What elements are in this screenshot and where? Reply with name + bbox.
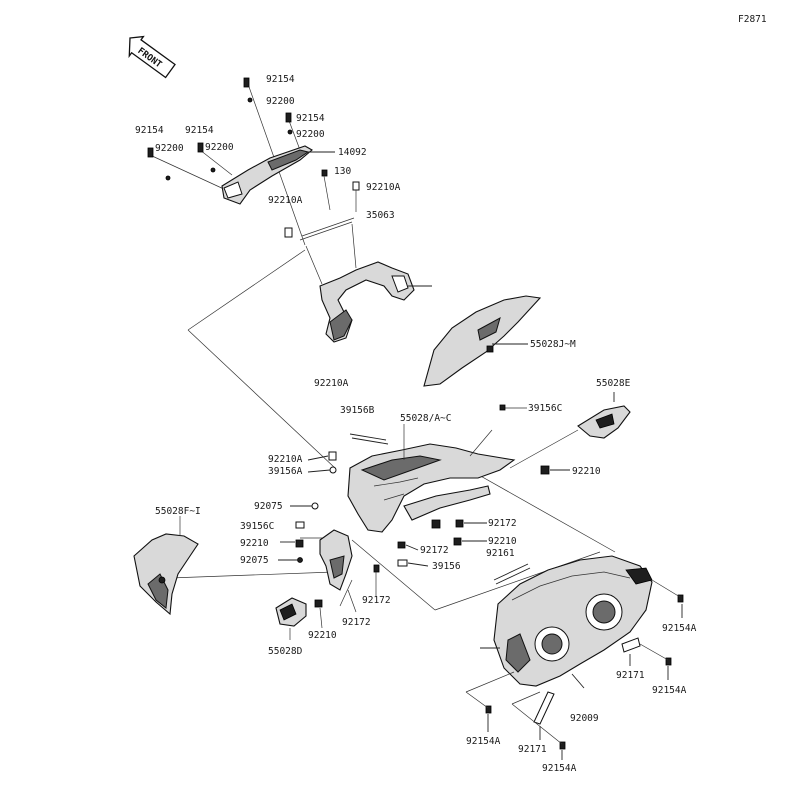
label-92210A: 92210A xyxy=(268,454,303,465)
bolt-92154-mid xyxy=(285,112,292,123)
label-39156: 39156 xyxy=(432,561,461,572)
label-55028D: 55028D xyxy=(268,646,303,657)
label-92154: 92154 xyxy=(135,125,164,136)
label-92009: 92009 xyxy=(570,713,599,724)
headlight-assembly xyxy=(465,555,684,760)
label-39156B: 39156B xyxy=(340,405,375,416)
part-labels: 92154 92200 92154 92200 14092 92154 9215… xyxy=(135,74,697,774)
label-55028FI: 55028F~I xyxy=(155,506,201,517)
label-92200: 92200 xyxy=(205,142,234,153)
label-92172: 92172 xyxy=(362,595,391,606)
label-39156C: 39156C xyxy=(528,403,562,414)
label-14092: 14092 xyxy=(338,147,367,158)
label-92154: 92154 xyxy=(185,125,214,136)
bolt-92154-left xyxy=(147,147,154,158)
label-92210A: 92210A xyxy=(366,182,401,193)
side-cover-55028E xyxy=(499,392,631,475)
label-39156C: 39156C xyxy=(240,521,274,532)
label-92200: 92200 xyxy=(266,96,295,107)
label-55028AC: 55028/A~C xyxy=(400,413,451,424)
label-92172: 92172 xyxy=(420,545,449,556)
bolt-92154-left2 xyxy=(197,142,204,153)
label-39156A: 39156A xyxy=(268,466,303,477)
label-55028JM: 55028J~M xyxy=(530,339,576,350)
inner-cover-55028JM xyxy=(423,295,542,387)
left-bracket-cluster xyxy=(278,433,429,629)
rod-35063 xyxy=(299,217,355,241)
label-92075: 92075 xyxy=(240,555,269,566)
bolt-92154-top xyxy=(243,77,250,88)
label-92075: 92075 xyxy=(254,501,283,512)
label-92154: 92154 xyxy=(266,74,295,85)
label-92210: 92210 xyxy=(308,630,337,641)
label-92210: 92210 xyxy=(572,466,601,477)
upper-cowl-55028AC xyxy=(347,424,516,546)
label-55028E: 55028E xyxy=(596,378,631,389)
label-92171: 92171 xyxy=(616,670,645,681)
label-92210A: 92210A xyxy=(314,378,349,389)
label-92200: 92200 xyxy=(296,129,325,140)
label-92210A: 92210A xyxy=(268,195,303,206)
label-130: 130 xyxy=(334,166,351,177)
label-35063: 35063 xyxy=(366,210,395,221)
label-92210: 92210 xyxy=(240,538,269,549)
label-92154A: 92154A xyxy=(542,763,577,774)
label-92154A: 92154A xyxy=(652,685,687,696)
label-92172: 92172 xyxy=(488,518,517,529)
front-arrow-icon: FRONT xyxy=(128,35,176,79)
small-cover-55028D xyxy=(275,597,307,640)
side-panel-55028FI xyxy=(133,516,199,616)
assembly-leader-lines xyxy=(169,249,616,611)
label-92161: 92161 xyxy=(486,548,515,559)
label-92200: 92200 xyxy=(155,143,184,154)
label-92154: 92154 xyxy=(296,113,325,124)
label-92154A: 92154A xyxy=(466,736,501,747)
label-92171: 92171 xyxy=(518,744,547,755)
upper-bracket-assembly xyxy=(147,77,432,343)
label-92172: 92172 xyxy=(342,617,371,628)
figure-code: F2871 xyxy=(738,14,767,25)
label-92154A: 92154A xyxy=(662,623,697,634)
label-92210: 92210 xyxy=(488,536,517,547)
